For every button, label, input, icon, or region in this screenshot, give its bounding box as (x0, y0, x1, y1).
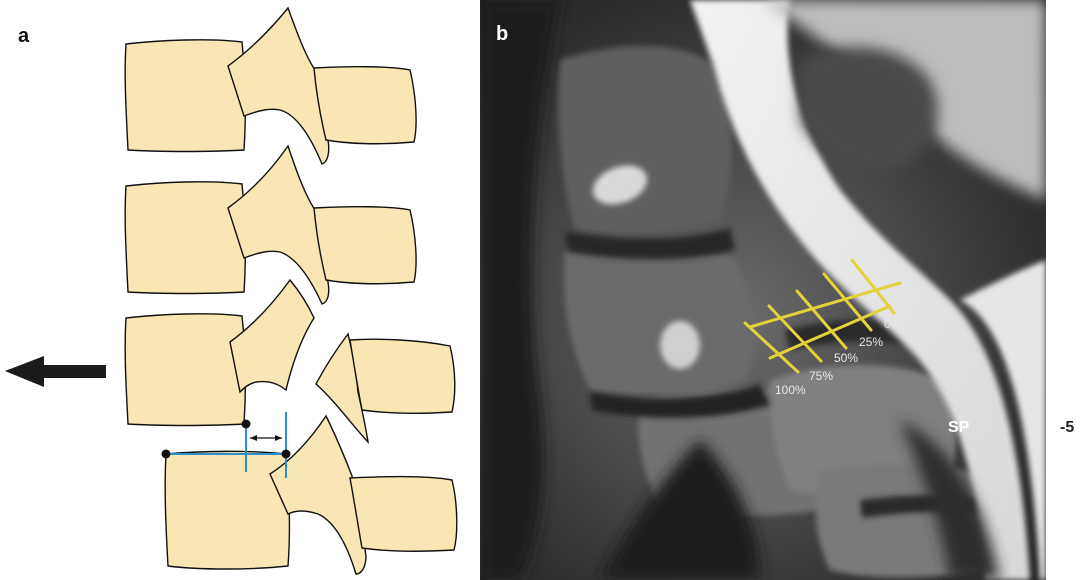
slip-arrowhead-right (275, 435, 282, 441)
vertebra-3 (125, 280, 455, 442)
grade-label-75: 75% (809, 369, 833, 383)
grade-label-100: 100% (775, 383, 806, 397)
left-arrow-icon (5, 356, 106, 387)
marker-dot-right (282, 450, 291, 459)
slip-arrowhead-left (250, 435, 257, 441)
vertebra-2-body (125, 182, 245, 294)
mri-bright-spot-lower (660, 321, 700, 369)
panel-b-label: b (496, 23, 508, 45)
vertebra-2-process (314, 207, 416, 284)
grade-label-50: 50% (834, 351, 858, 365)
vertebra-3-pedicle (230, 280, 314, 392)
edge-label: -5 (1060, 419, 1074, 436)
panel-a-label: a (18, 25, 30, 47)
panel-a: a (5, 8, 457, 574)
panel-b: 0% 25% 50% 75% 100% SP (480, 0, 1046, 580)
vertebra-1-process (314, 67, 416, 144)
vertebra-4 (165, 416, 457, 574)
vertebra-1-body (125, 40, 245, 152)
vertebra-4-process (350, 477, 457, 552)
vertebra-3-process (350, 339, 455, 413)
grade-label-25: 25% (859, 335, 883, 349)
marker-dot-top (242, 420, 251, 429)
vertebra-1 (125, 8, 416, 164)
grade-label-0: 0% (884, 317, 902, 331)
sp-label: SP (948, 419, 970, 436)
vertebra-2 (125, 146, 416, 304)
vertebra-4-body (165, 451, 289, 569)
vertebra-3-body (125, 314, 245, 426)
marker-dot-left (162, 450, 171, 459)
